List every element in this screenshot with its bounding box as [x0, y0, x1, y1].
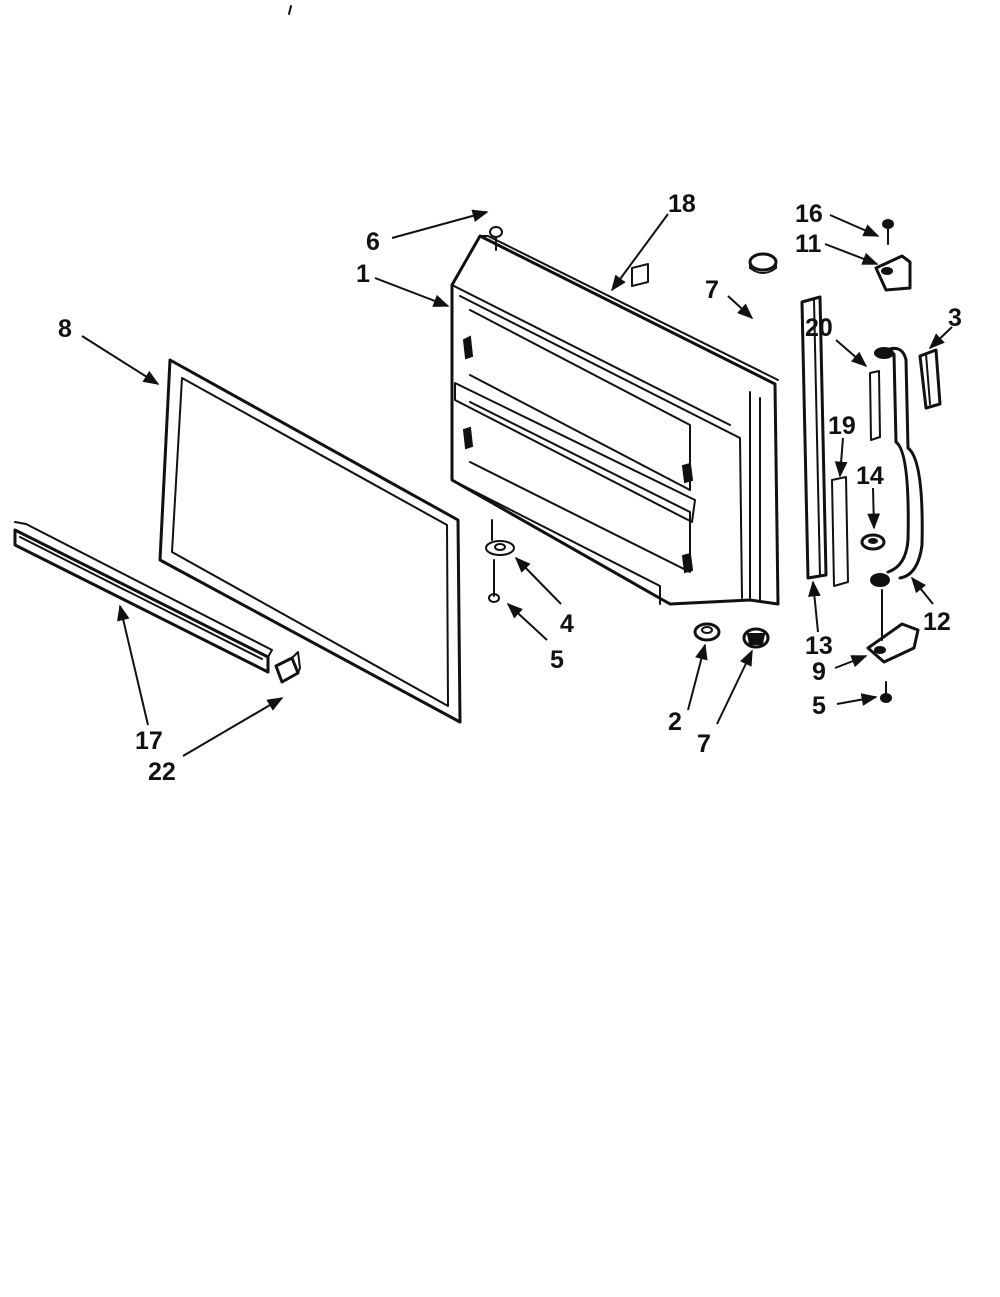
- callout-22: 22: [148, 758, 176, 786]
- leader-8: [81, 335, 160, 385]
- callout-7-bottom: 7: [697, 730, 711, 758]
- callout-16: 16: [795, 200, 823, 228]
- callout-5-right: 5: [812, 692, 826, 720]
- leader-5-right: [836, 693, 878, 706]
- bushing: [485, 519, 515, 556]
- leader-6: [391, 209, 489, 239]
- callout-9: 9: [812, 658, 826, 686]
- callout-20: 20: [805, 314, 833, 342]
- callout-8: 8: [58, 315, 72, 343]
- plug-bottom: [742, 627, 770, 649]
- leader-14: [867, 487, 881, 530]
- washer-right: [860, 533, 886, 551]
- leader-3: [928, 326, 953, 350]
- end-cap: [274, 651, 301, 684]
- leader-17: [117, 604, 149, 726]
- leader-12: [910, 576, 934, 605]
- leader-22: [182, 697, 284, 757]
- screw-bottom-left: [488, 559, 500, 603]
- callout-13: 13: [805, 632, 833, 660]
- screw-top-left: [489, 226, 503, 251]
- leader-16: [829, 214, 880, 237]
- washer: [693, 622, 721, 642]
- bottom-hinge: [866, 589, 920, 664]
- screw-top-right: [882, 219, 894, 245]
- leader-2: [687, 643, 708, 711]
- callout-3: 3: [948, 304, 962, 332]
- leader-9: [834, 655, 868, 669]
- hinge-pin: [869, 370, 881, 441]
- callout-4: 4: [560, 610, 574, 638]
- trim-strip: [13, 521, 273, 674]
- leader-18: [611, 213, 669, 292]
- callout-labels: 6 1 18 7 8 4 5 2 7 17 22 16 11 20 3 19 1…: [58, 190, 962, 786]
- callout-19: 19: [828, 412, 856, 440]
- leader-lines: [81, 209, 953, 757]
- callout-17: 17: [135, 727, 163, 755]
- leader-1: [374, 277, 450, 307]
- top-tick-mark: [288, 5, 292, 15]
- callout-1: 1: [356, 260, 370, 288]
- leader-5-left: [506, 602, 548, 641]
- small-strip: [831, 476, 849, 587]
- callout-18: 18: [668, 190, 696, 218]
- leader-20: [835, 339, 868, 368]
- label: [631, 263, 649, 287]
- screw-bottom-right: [880, 681, 892, 703]
- leader-19: [834, 437, 848, 478]
- callout-12: 12: [923, 608, 951, 636]
- callout-6: 6: [366, 228, 380, 256]
- door-liner: [450, 234, 780, 606]
- leader-4: [514, 556, 562, 605]
- leader-11: [824, 243, 879, 265]
- callout-14: 14: [856, 462, 884, 490]
- plug-top: [748, 252, 778, 274]
- hinge-cover: [918, 348, 942, 410]
- leader-7-top: [727, 295, 754, 320]
- callout-11: 11: [795, 230, 822, 258]
- callout-5-left: 5: [550, 646, 564, 674]
- leader-13: [808, 580, 821, 633]
- leader-7-bottom: [716, 649, 753, 725]
- door-gasket: [158, 358, 462, 724]
- handle: [870, 346, 924, 587]
- callout-2: 2: [668, 708, 682, 736]
- side-strip: [800, 295, 828, 580]
- top-hinge: [874, 254, 912, 292]
- callout-7-top: 7: [705, 276, 719, 304]
